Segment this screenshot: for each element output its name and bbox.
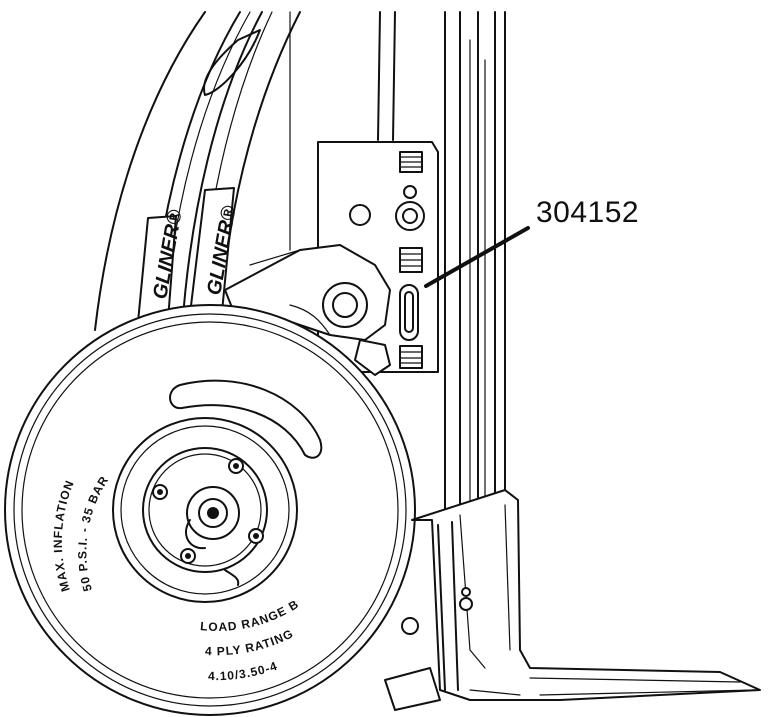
wheel [4,304,416,716]
part-number-callout: 304152 [536,196,640,229]
callout-leader-line [424,226,530,288]
curved-frame-rails [94,11,301,331]
nose-plate [384,489,761,711]
